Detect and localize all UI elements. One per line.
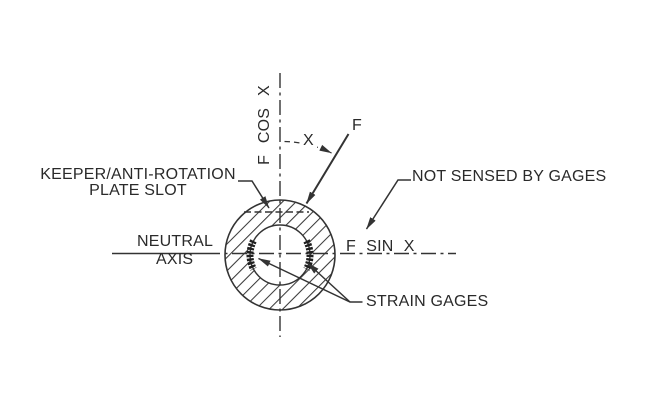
f-sin-x-label: F SIN X [346, 238, 415, 255]
f-cos-x-label: F COS X [256, 85, 273, 165]
keeper-leader [238, 180, 270, 209]
not-sensed-by-gages-label: NOT SENSED BY GAGES [412, 168, 607, 185]
angle-x-label: X [300, 133, 317, 149]
strain-gage-left [246, 239, 257, 271]
not-sensed-leader [365, 179, 411, 230]
keeper-label-line2: PLATE SLOT [89, 181, 187, 199]
axis-label: AXIS [156, 251, 194, 268]
force-f-label: F [352, 117, 362, 134]
neutral-label: NEUTRAL [137, 233, 214, 250]
keeper-label-line1: KEEPER/ANTI-ROTATION [40, 166, 236, 183]
force-vector-arrow [305, 133, 350, 205]
outer-circle [224, 199, 336, 311]
strain-gages-label: STRAIN GAGES [366, 293, 489, 310]
strain-gages-leader-right [306, 262, 351, 303]
